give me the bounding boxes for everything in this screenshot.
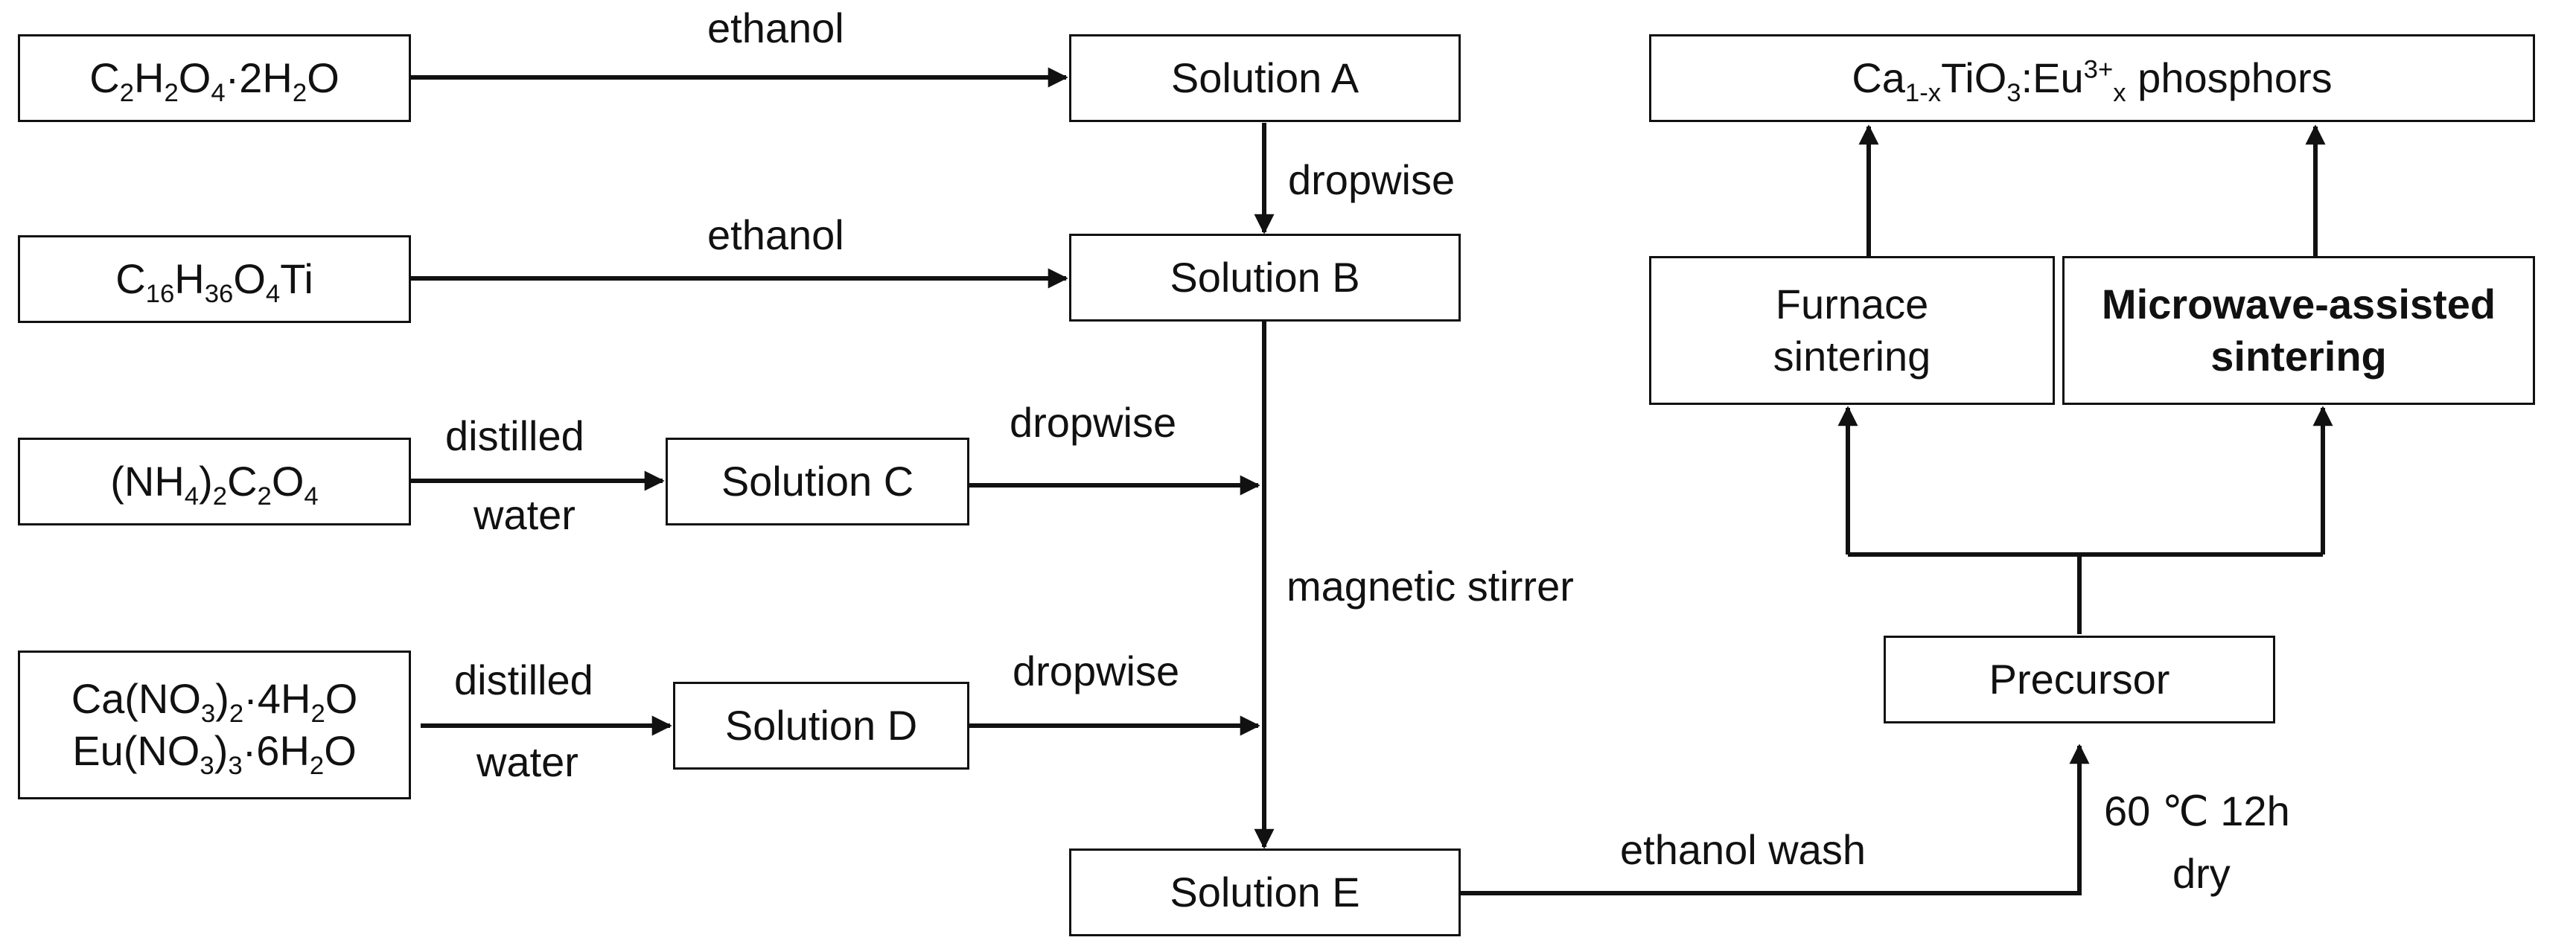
ethanol-label-2: ethanol bbox=[707, 211, 844, 258]
reagent-titanium-box: C16H36O4Ti bbox=[18, 235, 411, 323]
solution-c-box: Solution C bbox=[666, 438, 969, 525]
arrow-solution-e-to-precursor bbox=[1461, 744, 2090, 895]
water-label-1: water bbox=[474, 491, 576, 538]
reagent-ammonium-oxalate-formula: (NH4)2C2O4 bbox=[110, 458, 319, 511]
microwave-sintering-line1: Microwave-assisted bbox=[2101, 281, 2496, 327]
reagent-nitrates-box: Ca(NO3)2·4H2O Eu(NO3)3·6H2O bbox=[18, 651, 411, 799]
reagent-ammonium-oxalate-box: (NH4)2C2O4 bbox=[18, 438, 411, 525]
solution-c-label: Solution C bbox=[721, 458, 914, 505]
ethanol-label-1: ethanol bbox=[707, 4, 844, 51]
solution-d-box: Solution D bbox=[673, 682, 969, 770]
line-precursor-split bbox=[1848, 552, 2082, 634]
ethanol-wash-label: ethanol wash bbox=[1620, 826, 1866, 873]
furnace-sintering-line2: sintering bbox=[1773, 333, 1931, 380]
solution-a-label: Solution A bbox=[1170, 54, 1359, 101]
reagent-titanium-formula: C16H36O4Ti bbox=[115, 255, 313, 309]
solution-b-box: Solution B bbox=[1069, 234, 1461, 322]
dry-condition-label-1: 60 ℃ 12h bbox=[2104, 787, 2290, 834]
furnace-sintering-box: Furnace sintering bbox=[1649, 256, 2055, 405]
reagent-oxalic-acid-box: C2H2O4·2H2O bbox=[18, 34, 411, 122]
microwave-sintering-line2: sintering bbox=[2210, 333, 2387, 380]
dropwise-label-ab: dropwise bbox=[1288, 156, 1456, 203]
solution-e-box: Solution E bbox=[1069, 848, 1461, 936]
reagent-calcium-nitrate-formula: Ca(NO3)2·4H2O bbox=[71, 675, 358, 729]
product-formula: Ca1-xTiO3:Eu3+x phosphors bbox=[1852, 54, 2333, 108]
dry-condition-label-2: dry bbox=[2172, 850, 2231, 897]
solution-b-label: Solution B bbox=[1170, 254, 1360, 301]
distilled-label-1: distilled bbox=[445, 412, 584, 459]
solution-d-label: Solution D bbox=[724, 702, 918, 749]
dropwise-label-c: dropwise bbox=[1010, 399, 1177, 446]
precursor-label: Precursor bbox=[1989, 656, 2170, 703]
water-label-2: water bbox=[476, 738, 578, 785]
reagent-oxalic-acid-formula: C2H2O4·2H2O bbox=[89, 54, 339, 108]
reagent-europium-nitrate-formula: Eu(NO3)3·6H2O bbox=[72, 727, 357, 781]
microwave-sintering-box: Microwave-assisted sintering bbox=[2062, 256, 2535, 405]
solution-e-label: Solution E bbox=[1170, 869, 1360, 915]
dropwise-label-d: dropwise bbox=[1013, 648, 1180, 694]
distilled-label-2: distilled bbox=[454, 656, 593, 703]
solution-a-box: Solution A bbox=[1069, 34, 1461, 122]
magnetic-stirrer-label: magnetic stirrer bbox=[1287, 563, 1574, 610]
precursor-box: Precursor bbox=[1884, 636, 2275, 723]
furnace-sintering-line1: Furnace bbox=[1775, 281, 1929, 327]
product-box: Ca1-xTiO3:Eu3+x phosphors bbox=[1649, 34, 2535, 122]
